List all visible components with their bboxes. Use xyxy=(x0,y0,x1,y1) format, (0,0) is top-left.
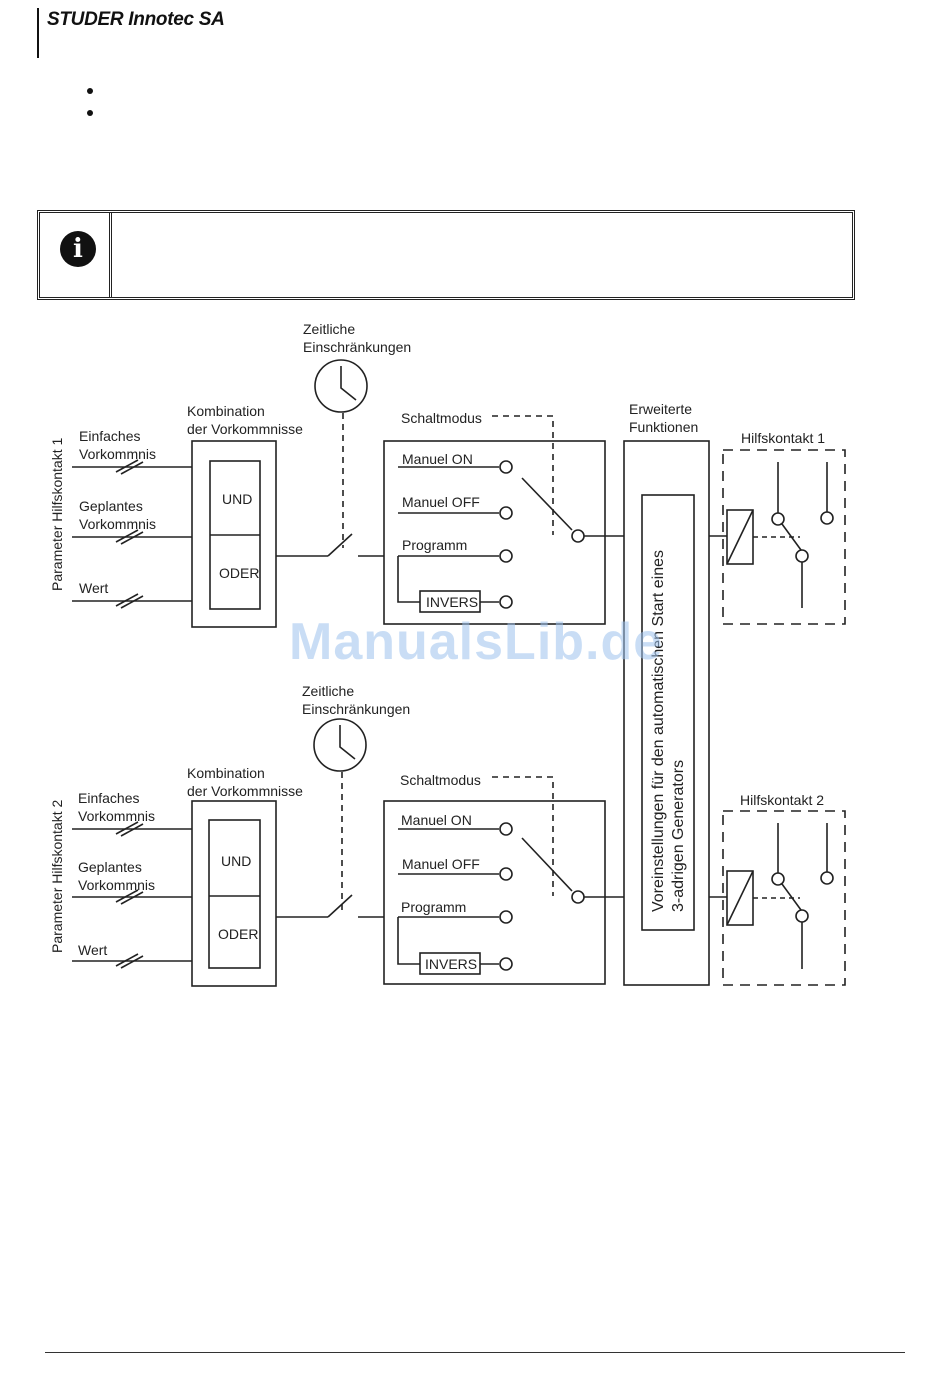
switch-mode-label: Schaltmodus xyxy=(401,410,482,426)
input-label: Wert xyxy=(78,942,107,958)
time-label: Einschränkungen xyxy=(302,701,410,717)
preset-label: Voreinstellungen für den automatischen S… xyxy=(650,550,667,912)
mode-label: Manuel OFF xyxy=(402,494,480,510)
combination-label: der Vorkommnisse xyxy=(187,783,303,799)
input-label: Vorkommnis xyxy=(79,446,156,462)
mode-label: Manuel ON xyxy=(402,451,473,467)
mode-label: INVERS xyxy=(426,594,478,610)
brand-logo: STUDER Innotec SA xyxy=(47,9,225,30)
input-label: Vorkommnis xyxy=(78,877,155,893)
param-label-1: Parameter Hilfskontakt 1 xyxy=(49,438,65,591)
extended-label: Funktionen xyxy=(629,419,698,435)
watermark: ManualsLib.de xyxy=(289,613,664,671)
input-label: Einfaches xyxy=(78,790,139,806)
mode-label: INVERS xyxy=(425,956,477,972)
mode-label: Manuel ON xyxy=(401,812,472,828)
footer-rule xyxy=(45,1352,905,1353)
input-label: Vorkommnis xyxy=(79,516,156,532)
header-rule xyxy=(37,8,39,58)
time-label: Einschränkungen xyxy=(303,339,411,355)
input-label: Vorkommnis xyxy=(78,808,155,824)
time-label: Zeitliche xyxy=(303,321,355,337)
switch-mode-label: Schaltmodus xyxy=(400,772,481,788)
info-icon-cell: i xyxy=(40,213,112,297)
auxiliary-contact-diagram: Parameter Hilfskontakt 1 Einfaches Vorko… xyxy=(49,321,846,987)
oder-label: ODER xyxy=(219,565,259,581)
combination-label: Kombination xyxy=(187,403,265,419)
param-label-2: Parameter Hilfskontakt 2 xyxy=(49,800,65,953)
output-label-1: Hilfskontakt 1 xyxy=(741,430,825,446)
time-label: Zeitliche xyxy=(302,683,354,699)
und-label: UND xyxy=(221,853,251,869)
mode-label: Manuel OFF xyxy=(402,856,480,872)
mode-label: Programm xyxy=(402,537,467,553)
extended-label: Erweiterte xyxy=(629,401,692,417)
input-label: Wert xyxy=(79,580,108,596)
info-note-box: i xyxy=(37,210,855,300)
input-label: Geplantes xyxy=(79,498,143,514)
oder-label: ODER xyxy=(218,926,258,942)
preset-label: 3-adrigen Generators xyxy=(670,760,687,912)
input-label: Geplantes xyxy=(78,859,142,875)
output-label-2: Hilfskontakt 2 xyxy=(740,792,824,808)
combination-label: Kombination xyxy=(187,765,265,781)
und-label: UND xyxy=(222,491,252,507)
input-label: Einfaches xyxy=(79,428,140,444)
info-icon: i xyxy=(60,231,96,267)
combination-label: der Vorkommnisse xyxy=(187,421,303,437)
mode-label: Programm xyxy=(401,899,466,915)
bullet-point xyxy=(87,88,93,94)
bullet-point xyxy=(87,110,93,116)
